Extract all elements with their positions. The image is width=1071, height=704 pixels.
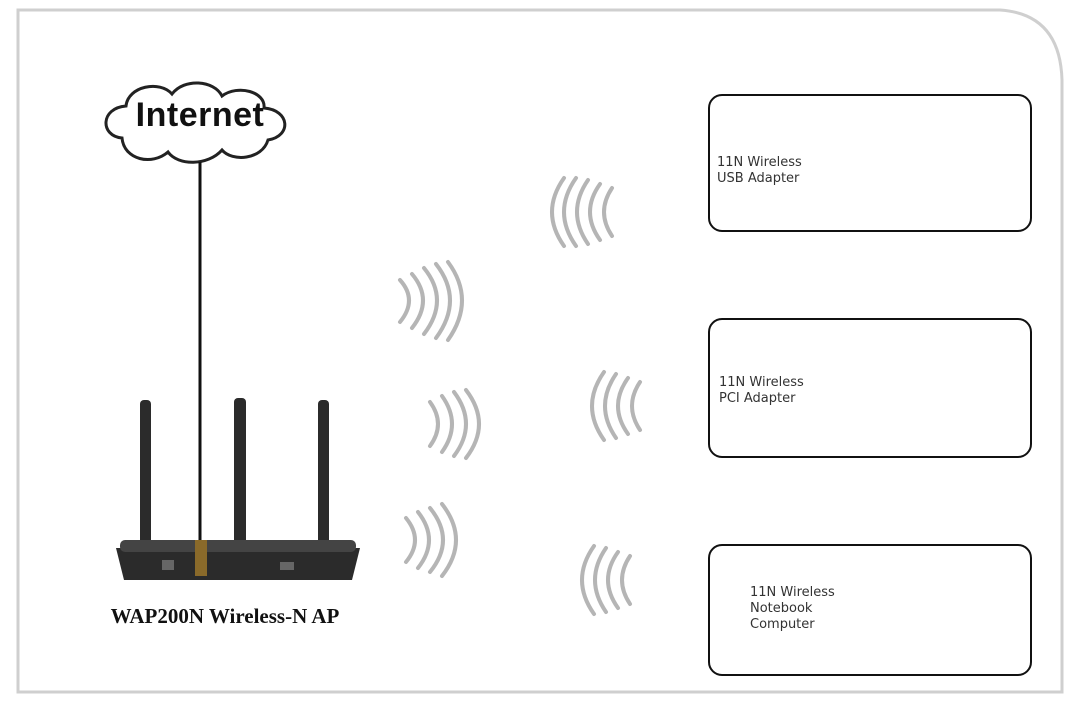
client-label: 11N Wireless PCI Adapter bbox=[719, 375, 804, 406]
wifi-signal-icon bbox=[580, 544, 632, 616]
wifi-signal-icon bbox=[590, 370, 642, 442]
client-label: 11N Wireless Notebook Computer bbox=[750, 585, 835, 632]
wifi-signal-icon bbox=[428, 388, 481, 460]
wifi-signal-icon bbox=[404, 502, 458, 578]
client-box-usb-adapter bbox=[708, 94, 1032, 232]
internet-cloud-icon bbox=[104, 81, 287, 164]
client-label: 11N Wireless USB Adapter bbox=[717, 155, 802, 186]
diagram-frame bbox=[16, 8, 1064, 694]
wifi-signal-icon bbox=[550, 176, 614, 248]
access-point-caption: WAP200N Wireless-N AP bbox=[110, 604, 340, 628]
wifi-signal-icon bbox=[398, 260, 464, 342]
wireless-router-icon bbox=[116, 398, 360, 580]
internet-label: Internet bbox=[135, 96, 265, 134]
client-box-notebook bbox=[708, 544, 1032, 676]
client-box-pci-adapter bbox=[708, 318, 1032, 458]
